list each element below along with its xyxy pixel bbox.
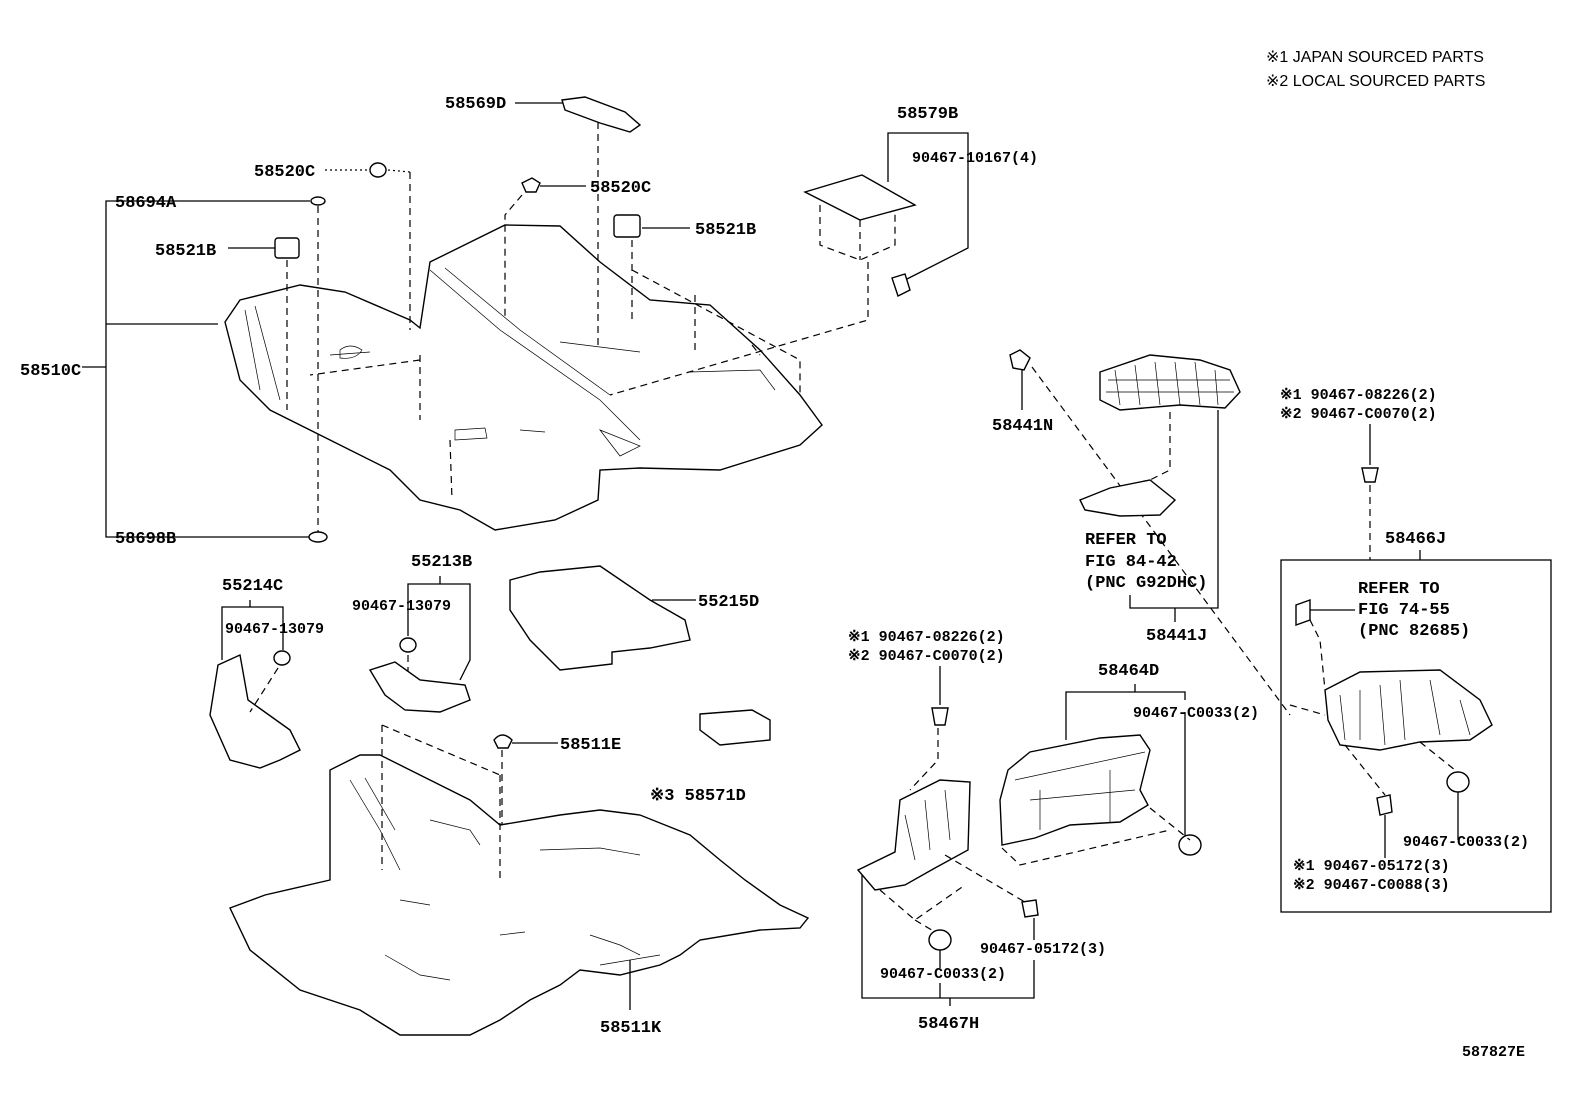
label-58441J: 58441J bbox=[1146, 627, 1207, 646]
label-58698B: 58698B bbox=[115, 530, 176, 549]
plate-58579B bbox=[803, 174, 917, 221]
label-90467-C0033-center: 90467-C0033(2) bbox=[1133, 705, 1259, 722]
box-58466J bbox=[1280, 559, 1552, 913]
mat-55215D bbox=[509, 565, 691, 671]
label-90467-13079-left: 90467-13079 bbox=[225, 621, 324, 638]
label-55213B: 55213B bbox=[411, 553, 472, 572]
label-55214C: 55214C bbox=[222, 577, 283, 596]
label-j2-90467-C0070-mid: ※2 90467-C0070(2) bbox=[848, 648, 1005, 665]
label-90467-C0033-left: 90467-C0033(2) bbox=[880, 966, 1006, 983]
clip-58521B-right bbox=[613, 214, 641, 238]
label-58464D: 58464D bbox=[1098, 662, 1159, 681]
clip-90467-05172-right bbox=[1376, 794, 1393, 816]
label-j1-90467-08226-top: ※1 90467-08226(2) bbox=[1280, 387, 1437, 404]
clip-90467-05172-left bbox=[1021, 899, 1039, 918]
note-local-sourced: ※2 LOCAL SOURCED PARTS bbox=[1266, 73, 1485, 90]
label-90467-C0033-right: 90467-C0033(2) bbox=[1403, 834, 1529, 851]
refer-a-line2: FIG 84-42 bbox=[1085, 553, 1177, 572]
refer-b-line3: (PNC 82685) bbox=[1358, 622, 1470, 641]
clip-58521B-left bbox=[274, 237, 300, 259]
label-j1-90467-08226-mid: ※1 90467-08226(2) bbox=[848, 629, 1005, 646]
cover-55214C bbox=[209, 653, 301, 769]
label-55215D: 55215D bbox=[698, 593, 759, 612]
label-58466J: 58466J bbox=[1385, 530, 1446, 549]
trim-58464D bbox=[999, 734, 1151, 846]
refer-b-line1: REFER TO bbox=[1358, 580, 1440, 599]
clip-58511E bbox=[493, 734, 513, 749]
clip-90467-C0033-right bbox=[1446, 771, 1470, 793]
label-58467H: 58467H bbox=[918, 1015, 979, 1034]
label-90467-05172: 90467-05172(3) bbox=[980, 941, 1106, 958]
label-58521B-right: 58521B bbox=[695, 221, 756, 240]
label-58511K: 58511K bbox=[600, 1019, 662, 1038]
clip-58441N bbox=[1009, 349, 1031, 371]
refer-b-line2: FIG 74-55 bbox=[1358, 601, 1450, 620]
ref-part-82685 bbox=[1295, 599, 1311, 626]
clip-90467-C0033-left bbox=[928, 929, 952, 951]
label-58441N: 58441N bbox=[992, 417, 1053, 436]
label-j2-90467-C0088: ※2 90467-C0088(3) bbox=[1293, 877, 1450, 894]
clip-90467-10167 bbox=[891, 273, 911, 297]
clip-90467-C0033-center bbox=[1178, 834, 1202, 856]
pad-58571D bbox=[699, 709, 771, 746]
label-j1-90467-05172: ※1 90467-05172(3) bbox=[1293, 858, 1450, 875]
ref-part-G92DHC bbox=[1079, 479, 1177, 517]
refer-a-line1: REFER TO bbox=[1085, 531, 1167, 550]
label-90467-13079-right: 90467-13079 bbox=[352, 598, 451, 615]
clip-58520C-left bbox=[369, 162, 387, 178]
label-58511E: 58511E bbox=[560, 736, 621, 755]
grommet-58694A bbox=[310, 196, 326, 206]
clip-58520C-center bbox=[521, 177, 541, 193]
label-58579B: 58579B bbox=[897, 105, 958, 124]
trim-58467H bbox=[856, 779, 971, 891]
label-58569D: 58569D bbox=[445, 95, 506, 114]
clip-90467-08226-top bbox=[1361, 467, 1379, 483]
clip-90467-13079-left bbox=[273, 650, 291, 666]
label-90467-10167: 90467-10167(4) bbox=[912, 150, 1038, 167]
label-58520C-center: 58520C bbox=[590, 179, 651, 198]
label-58571D: ※3 58571D bbox=[650, 787, 746, 806]
floor-carpet-upper-drawing bbox=[224, 224, 823, 531]
label-58510C: 58510C bbox=[20, 362, 81, 381]
refer-a-line3: (PNC G92DHC) bbox=[1085, 574, 1207, 593]
label-j2-90467-C0070-top: ※2 90467-C0070(2) bbox=[1280, 406, 1437, 423]
label-58694A: 58694A bbox=[115, 194, 177, 213]
trim-58441J bbox=[1099, 354, 1241, 411]
label-58521B-left: 58521B bbox=[155, 242, 216, 261]
clip-90467-08226-mid bbox=[931, 707, 949, 726]
label-58520C-left: 58520C bbox=[254, 163, 315, 182]
leader-58510C bbox=[82, 200, 310, 538]
figure-code: 587827E bbox=[1462, 1044, 1525, 1061]
grommet-58698B bbox=[308, 531, 328, 543]
clip-90467-13079-right bbox=[399, 637, 417, 653]
note-japan-sourced: ※1 JAPAN SOURCED PARTS bbox=[1266, 49, 1484, 66]
scuff-58569D bbox=[561, 96, 642, 133]
cover-55213B bbox=[368, 661, 471, 713]
trim-58466J bbox=[1324, 669, 1493, 751]
